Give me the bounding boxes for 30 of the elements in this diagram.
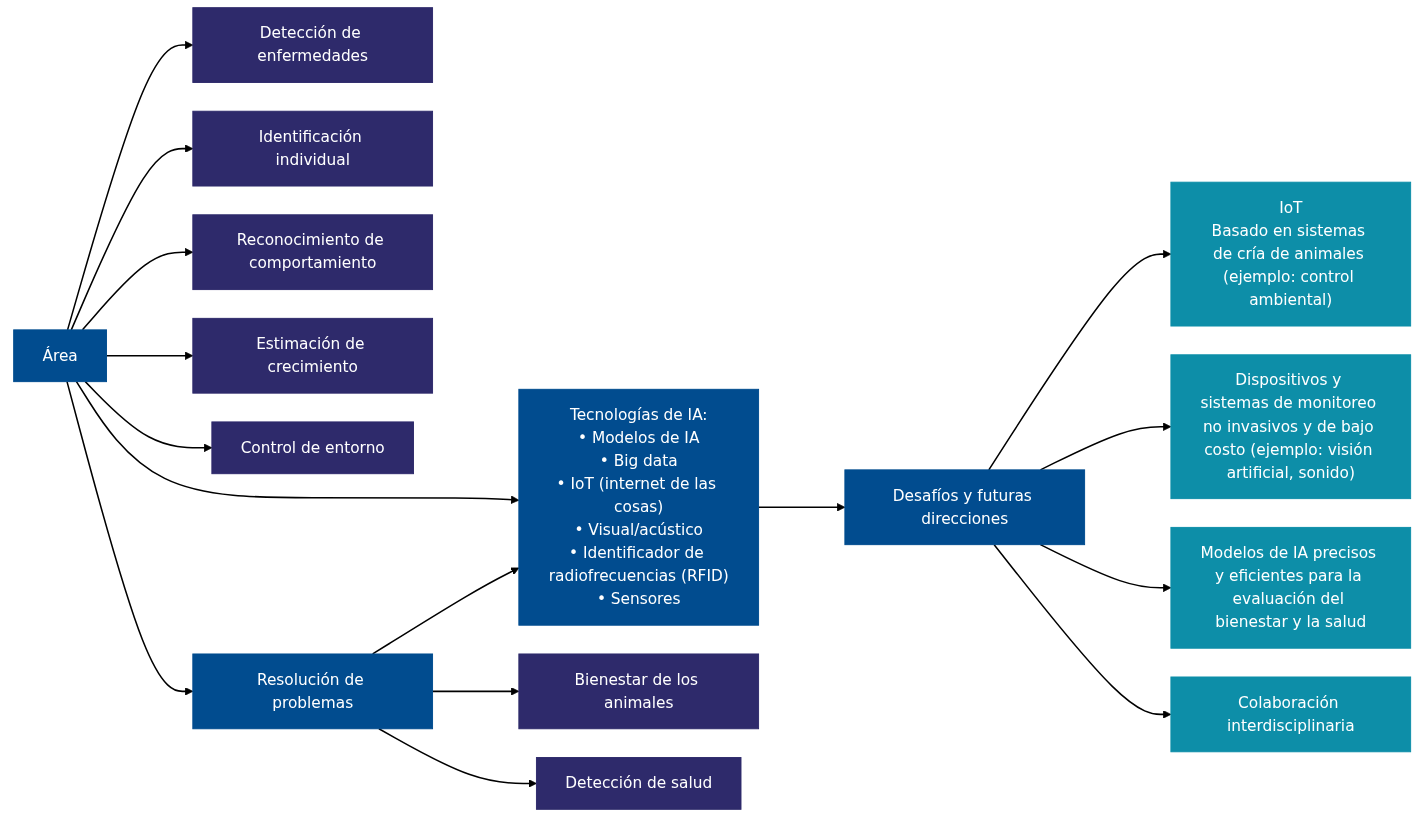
node-box: Reconocimiento de comportamiento (192, 214, 434, 291)
node-box: Detección de enfermedades (192, 7, 434, 83)
arrow (66, 380, 194, 696)
node-box: Desafíos y futuras direcciones (844, 469, 1086, 546)
node-box: IoT Basado en sistemas de cría de animales (ejemplo: control ambiental) (1170, 181, 1412, 327)
node-box: Modelos de IA precisos y eficientes para la evaluación del bienestar y la salud (1170, 526, 1412, 649)
arrow (372, 567, 520, 655)
arrow (1040, 543, 1172, 593)
arrow (988, 249, 1172, 471)
node-box: Tecnologías de IA: • Modelos de IA • Big data • IoT (internet de las cosas) • Visual/acústico • Identificador de radiofrecuencias (RFID) • Sensores (518, 388, 760, 626)
arrow (106, 351, 194, 360)
arrow (758, 503, 846, 512)
arrow (70, 144, 194, 331)
node-box: Dispositivos y sistemas de monitoreo no invasivos y de bajo costo (ejemplo: visión artificial, sonido) (1170, 354, 1412, 500)
arrow (378, 728, 538, 788)
node-box: Control de entorno (211, 421, 415, 475)
arrow (1040, 422, 1172, 471)
arrow (82, 247, 194, 331)
arrow (432, 687, 520, 696)
node-box: Identificación individual (192, 110, 434, 187)
node-box: Detección de salud (536, 757, 742, 810)
node-box: Colaboración interdisciplinaria (1170, 676, 1412, 753)
node-box: Estimación de crecimiento (192, 317, 434, 394)
arrow (76, 380, 520, 504)
node-box: Área (13, 329, 108, 383)
arrow (84, 380, 213, 453)
node-box: Resolución de problemas (192, 653, 434, 730)
node-box: Bienestar de los animales (518, 653, 760, 730)
arrow (67, 40, 194, 331)
arrow (993, 543, 1172, 719)
